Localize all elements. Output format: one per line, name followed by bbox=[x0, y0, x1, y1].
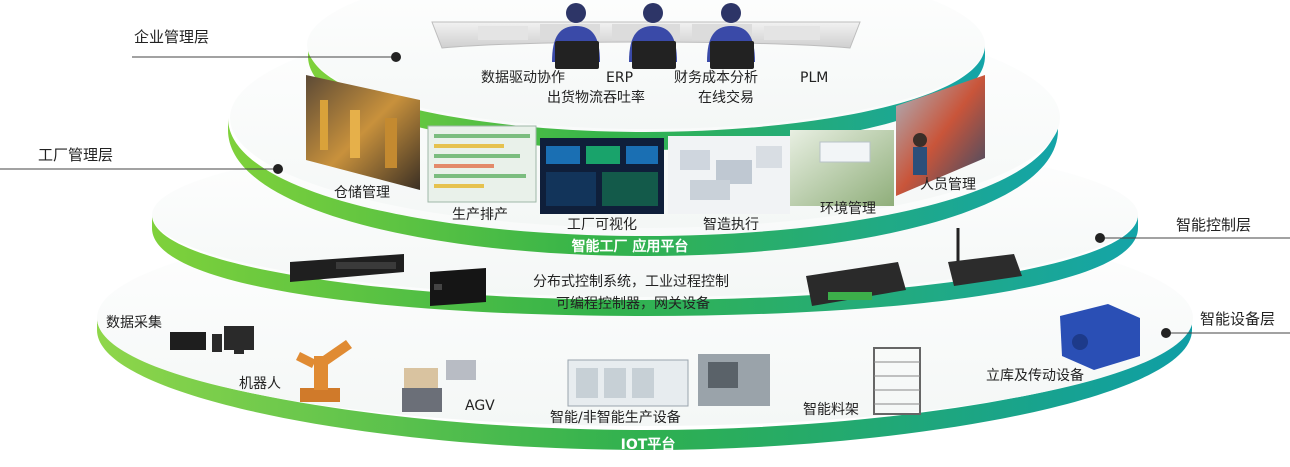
industrial-robot-icon bbox=[296, 340, 352, 402]
device-item: 立库及传动设备 bbox=[986, 368, 1084, 384]
enterprise-item: 财务成本分析 bbox=[674, 70, 758, 86]
environment-photo bbox=[790, 130, 894, 206]
control-description: 可编程控制器，网关设备 bbox=[556, 296, 710, 312]
iot-platform-label: IOT平台 bbox=[620, 437, 676, 453]
enterprise-item: 在线交易 bbox=[698, 90, 754, 106]
plc-controller-icon bbox=[806, 262, 906, 306]
personnel-photo bbox=[896, 75, 985, 196]
gearbox-icon bbox=[1060, 304, 1140, 370]
device-item: 机器人 bbox=[239, 376, 281, 392]
leader-line-enterprise bbox=[132, 52, 401, 62]
factory-layer-title: 工厂管理层 bbox=[38, 146, 114, 164]
agv-icon bbox=[402, 360, 476, 412]
network-switch-icon bbox=[290, 254, 404, 282]
factory-item: 智造执行 bbox=[703, 217, 759, 233]
control-layer-title: 智能控制层 bbox=[1176, 216, 1252, 234]
device-item: AGV bbox=[465, 398, 495, 414]
factory-platform-label: 智能工厂 应用平台 bbox=[571, 239, 689, 255]
leader-line-control bbox=[1095, 233, 1290, 243]
leader-line-factory bbox=[0, 164, 283, 174]
device-item: 数据采集 bbox=[106, 315, 162, 331]
device-item: 智能料架 bbox=[803, 402, 859, 418]
operator-icon bbox=[629, 3, 677, 69]
leader-line-device bbox=[1161, 328, 1290, 338]
operator-icon bbox=[707, 3, 755, 69]
industrial-pc-icon bbox=[430, 268, 486, 306]
factory-item: 环境管理 bbox=[820, 201, 876, 217]
enterprise-layer-title: 企业管理层 bbox=[134, 28, 210, 46]
factory-item: 工厂可视化 bbox=[567, 217, 637, 233]
operator-icon bbox=[552, 3, 600, 69]
smart-execution-photo bbox=[668, 136, 790, 214]
warehouse-photo bbox=[306, 75, 420, 190]
enterprise-item: PLM bbox=[800, 70, 829, 86]
gateway-router-icon bbox=[948, 228, 1022, 286]
smart-rack-icon bbox=[873, 347, 921, 415]
factory-item: 仓储管理 bbox=[334, 185, 390, 201]
control-description: 分布式控制系统，工业过程控制 bbox=[533, 274, 729, 290]
enterprise-item: 出货物流吞吐率 bbox=[547, 90, 645, 106]
production-equipment-icon bbox=[567, 354, 770, 407]
factory-item: 人员管理 bbox=[920, 177, 976, 193]
factory-item: 生产排产 bbox=[452, 207, 508, 223]
device-layer-title: 智能设备层 bbox=[1200, 310, 1276, 328]
production-schedule-photo bbox=[427, 125, 537, 203]
device-item: 智能/非智能生产设备 bbox=[550, 410, 681, 426]
enterprise-item: 数据驱动协作 bbox=[481, 70, 565, 86]
enterprise-item: ERP bbox=[606, 70, 634, 86]
factory-visualization-photo bbox=[540, 138, 664, 214]
data-collector-icon bbox=[170, 326, 254, 354]
